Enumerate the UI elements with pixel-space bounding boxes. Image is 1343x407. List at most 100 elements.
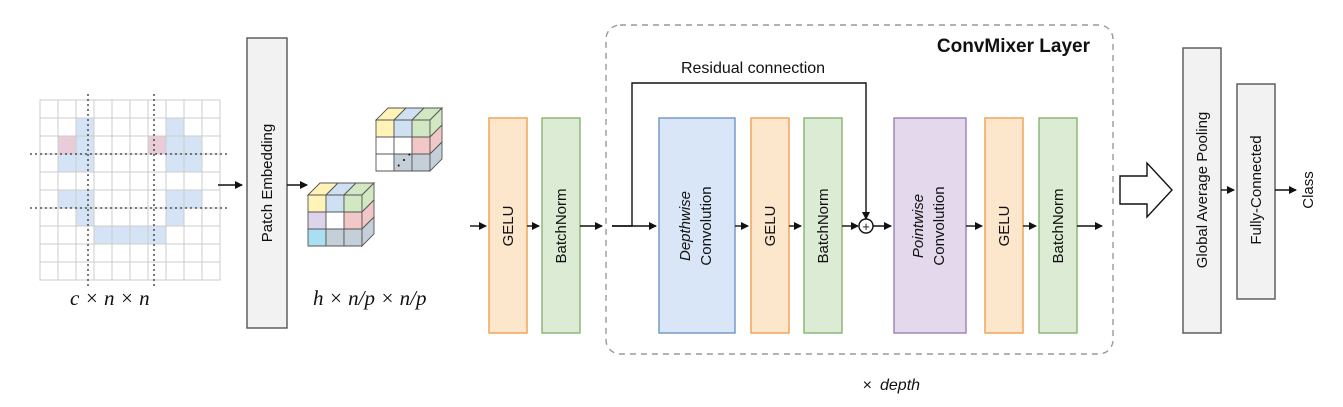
gelu-label-3: GELU: [996, 206, 1013, 247]
grid-cell: [75, 261, 95, 281]
grid-cell: [183, 171, 203, 191]
grid-cell: [39, 117, 59, 137]
grid-cell: [93, 261, 113, 281]
grid-cell: [201, 225, 221, 245]
grid-cell: [111, 225, 131, 245]
depthwise-convolution-block: [658, 117, 736, 334]
grid-cell: [93, 189, 113, 209]
grid-cell: [39, 135, 59, 155]
grid-cell: [57, 261, 77, 281]
cube-face: [375, 136, 395, 155]
grid-cell: [57, 207, 77, 227]
grid-cell: [39, 243, 59, 263]
grid-cell: [57, 99, 77, 119]
grid-cell: [165, 207, 185, 227]
grid-cell: [111, 171, 131, 191]
ellipsis-icon: ⋰: [396, 152, 412, 169]
cube-face: [343, 211, 363, 230]
cube-face: [411, 136, 431, 155]
grid-cell: [147, 189, 167, 209]
grid-cell: [75, 189, 95, 209]
grid-cell: [129, 153, 149, 173]
grid-cell: [39, 171, 59, 191]
grid-cell: [129, 207, 149, 227]
grid-cell: [183, 225, 203, 245]
grid-cell: [111, 117, 131, 137]
grid-cell: [111, 243, 131, 263]
convmixer-layer-title: ConvMixer Layer: [937, 36, 1091, 57]
grid-cell: [75, 117, 95, 137]
grid-cell: [201, 243, 221, 263]
grid-cell: [201, 153, 221, 173]
grid-cell: [165, 189, 185, 209]
gelu-label-2: GELU: [762, 206, 779, 247]
grid-cell: [93, 153, 113, 173]
input-shape-label: c × n × n: [70, 286, 150, 310]
add-symbol: +: [862, 219, 870, 234]
cube-face: [361, 215, 375, 248]
embedded-patch-tensor: [306, 106, 444, 248]
grid-cell: [57, 171, 77, 191]
grid-cell: [75, 135, 95, 155]
patch-embedding-label: Patch Embedding: [259, 124, 276, 242]
batchnorm-label-2: BatchNorm: [815, 188, 832, 263]
repeat-depth-label: depth: [880, 377, 920, 394]
grid-cell: [147, 171, 167, 191]
grid-cell: [147, 135, 167, 155]
grid-cell: [165, 135, 185, 155]
grid-cell: [39, 189, 59, 209]
depthwise-italic-label: Depthwise: [677, 191, 694, 261]
grid-cell: [75, 207, 95, 227]
grid-cell: [75, 171, 95, 191]
residual-connection-label: Residual connection: [681, 60, 825, 77]
pointwise-convolution-block: [893, 117, 967, 334]
grid-cell: [201, 171, 221, 191]
grid-cell: [165, 261, 185, 281]
grid-cell: [201, 99, 221, 119]
gelu-label-1: GELU: [500, 206, 517, 247]
grid-cell: [39, 225, 59, 245]
grid-cell: [183, 243, 203, 263]
gelu-block-1: [488, 117, 528, 334]
batchnorm-label-3: BatchNorm: [1050, 188, 1067, 263]
grid-cell: [183, 135, 203, 155]
cube-face: [411, 153, 431, 172]
grid-cell: [165, 171, 185, 191]
grid-cell: [39, 153, 59, 173]
fully-connected-block: [1236, 83, 1276, 300]
grid-cell: [39, 261, 59, 281]
grid-cell: [165, 243, 185, 263]
grid-cell: [129, 135, 149, 155]
big-hollow-arrow-icon: [1119, 161, 1173, 219]
cube-face: [429, 140, 443, 173]
grid-cell: [57, 243, 77, 263]
cube-face: [343, 228, 363, 247]
grid-cell: [201, 189, 221, 209]
grid-cell: [201, 135, 221, 155]
grid-cell: [129, 99, 149, 119]
gelu-block-2: [750, 117, 790, 334]
grid-cell: [147, 243, 167, 263]
cube-face: [325, 211, 345, 230]
grid-cell: [93, 135, 113, 155]
cube-face: [375, 153, 395, 172]
grid-cell: [129, 243, 149, 263]
grid-cell: [93, 243, 113, 263]
input-image-grid: [30, 94, 230, 286]
grid-cell: [75, 153, 95, 173]
convmixer-layer-container: [605, 24, 1114, 355]
grid-cell: [39, 207, 59, 227]
grid-cell: [57, 225, 77, 245]
grid-cell: [147, 153, 167, 173]
cube-face: [411, 119, 431, 138]
grid-cell: [111, 99, 131, 119]
grid-cell: [129, 261, 149, 281]
grid-cell: [165, 99, 185, 119]
batchnorm-block-3: [1038, 117, 1078, 334]
grid-cell: [183, 153, 203, 173]
grid-cell: [111, 135, 131, 155]
grid-cell: [147, 117, 167, 137]
grid-cell: [183, 207, 203, 227]
cube-face: [325, 228, 345, 247]
pointwise-convolution-label: Convolution: [931, 186, 948, 265]
